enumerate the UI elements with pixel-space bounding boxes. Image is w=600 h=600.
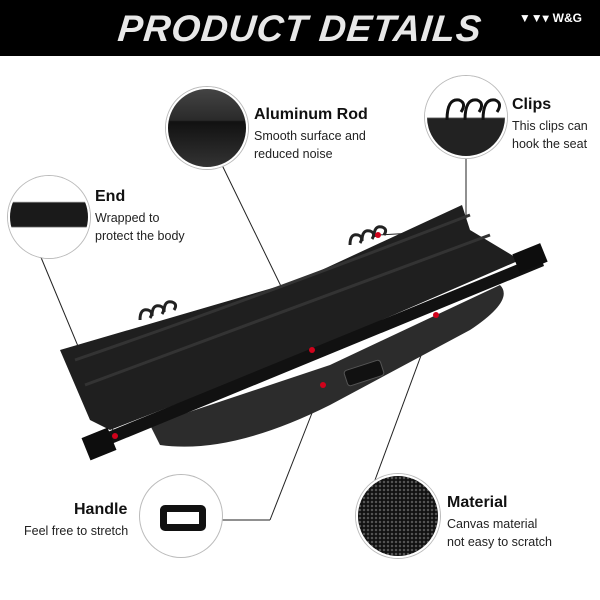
rod-detail-image	[166, 87, 248, 169]
feature-handle: Handle Feel free to stretch	[24, 501, 129, 538]
handle-detail-image	[140, 475, 222, 557]
clips-detail-image	[425, 76, 507, 158]
feature-rod: Aluminum Rod Smooth surface and reduced …	[254, 106, 368, 161]
feature-clips: Clips This clips can hook the seat	[512, 96, 588, 151]
aluminum-rod	[88, 255, 544, 452]
feature-end: End Wrapped to protect the body	[95, 188, 185, 243]
brand-logo: ▼▼▾ W&G	[518, 11, 582, 25]
end-detail-image	[8, 176, 90, 258]
clip-hooks	[138, 225, 388, 321]
header-bar: PRODUCT DETAILS ▼▼▾ W&G	[0, 0, 600, 56]
lower-flap	[150, 285, 504, 447]
material-detail-image	[356, 474, 440, 558]
cover-panel	[60, 205, 520, 430]
brand-mark-icon: ▼▼▾	[518, 11, 549, 25]
marker-dots	[112, 232, 439, 439]
feature-material: Material Canvas material not easy to scr…	[447, 494, 552, 549]
